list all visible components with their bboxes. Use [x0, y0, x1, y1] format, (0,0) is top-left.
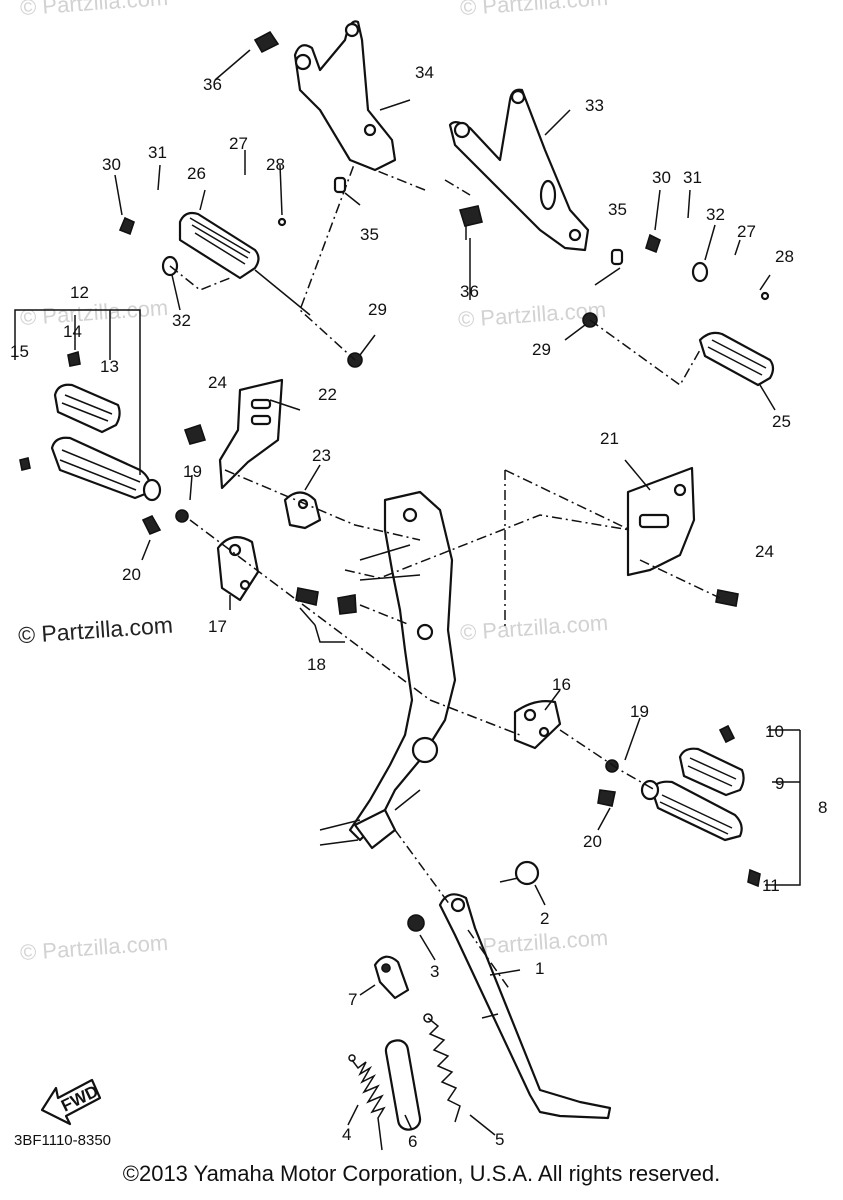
part-label: 24: [755, 542, 774, 561]
part-label: 7: [348, 990, 357, 1009]
part-label: 6: [408, 1132, 417, 1151]
part-label: 20: [122, 565, 141, 584]
part-label: 27: [737, 222, 756, 241]
part-label: 10: [765, 722, 784, 741]
part-label: 17: [208, 617, 227, 636]
plate-7: [373, 955, 410, 1000]
fwd-arrow: FWD: [40, 1078, 101, 1126]
part-label: 31: [148, 143, 167, 162]
part-label: 36: [460, 282, 479, 301]
spring-4: [348, 1054, 386, 1151]
part-label: 21: [600, 429, 619, 448]
leader-lines: [14, 49, 801, 1136]
part-label: 19: [183, 462, 202, 481]
bolt-2: [499, 860, 540, 886]
diagram-code: 3BF1110-8350: [14, 1132, 112, 1149]
part-label: 28: [775, 247, 794, 266]
part-label: 8: [818, 798, 827, 817]
part-label: 14: [63, 322, 82, 341]
part-label: 3: [430, 962, 439, 981]
part-label: 5: [495, 1130, 504, 1149]
part-label: 35: [608, 200, 627, 219]
part-label: 4: [342, 1125, 351, 1144]
part-label: 32: [172, 311, 191, 330]
part-label: 18: [307, 655, 326, 674]
part-label: 34: [415, 63, 434, 82]
part-label: 15: [10, 342, 29, 361]
part-label: 33: [585, 96, 604, 115]
part-label: 9: [775, 774, 784, 793]
part-label: 20: [583, 832, 602, 851]
part-label: 11: [762, 876, 780, 895]
spring-5: [423, 1013, 461, 1123]
rear-footrest-26: [178, 211, 311, 316]
part-label: 12: [70, 283, 89, 302]
part-label: 26: [187, 164, 206, 183]
sidestand-1: [438, 893, 612, 1120]
bracket-16: [513, 700, 562, 750]
part-label: 22: [318, 385, 337, 404]
spring-cover-6: [384, 1039, 422, 1131]
bolts: [19, 30, 770, 888]
footrest-bracket-34: [293, 20, 397, 172]
part-label: 19: [630, 702, 649, 721]
part-label: 27: [229, 134, 248, 153]
part-label: 29: [532, 340, 551, 359]
part-label: 28: [266, 155, 285, 174]
part-labels: 1 2 3 4 5 6 7 8 9 10 11 12 13 14 15 16 1…: [10, 63, 827, 1151]
part-label: 35: [360, 225, 379, 244]
front-footrest-12: [50, 383, 162, 502]
part-label: 25: [772, 412, 791, 431]
footrest-bracket-33: [448, 88, 590, 252]
part-label: 30: [102, 155, 121, 174]
part-label: 24: [208, 373, 227, 392]
heel-guard-21: [626, 466, 696, 577]
part-label: 30: [652, 168, 671, 187]
part-label: 31: [683, 168, 702, 187]
bracket-23: [283, 491, 322, 530]
copyright-notice: ©2013 Yamaha Motor Corporation, U.S.A. A…: [122, 1161, 721, 1186]
part-label: 2: [540, 909, 549, 928]
part-label: 36: [203, 75, 222, 94]
part-label: 13: [100, 357, 119, 376]
part-label: 1: [535, 959, 544, 978]
assembly-lines: [169, 161, 721, 991]
rear-footrest-25: [698, 331, 775, 387]
part-label: 16: [552, 675, 571, 694]
part-label: 23: [312, 446, 331, 465]
bracket-17: [216, 536, 260, 602]
part-label: 29: [368, 300, 387, 319]
nut-3: [407, 914, 425, 932]
part-label: 32: [706, 205, 725, 224]
heel-guard-22: [218, 378, 284, 490]
frame-bracket: [319, 490, 457, 850]
front-footrest-8: [640, 747, 745, 842]
